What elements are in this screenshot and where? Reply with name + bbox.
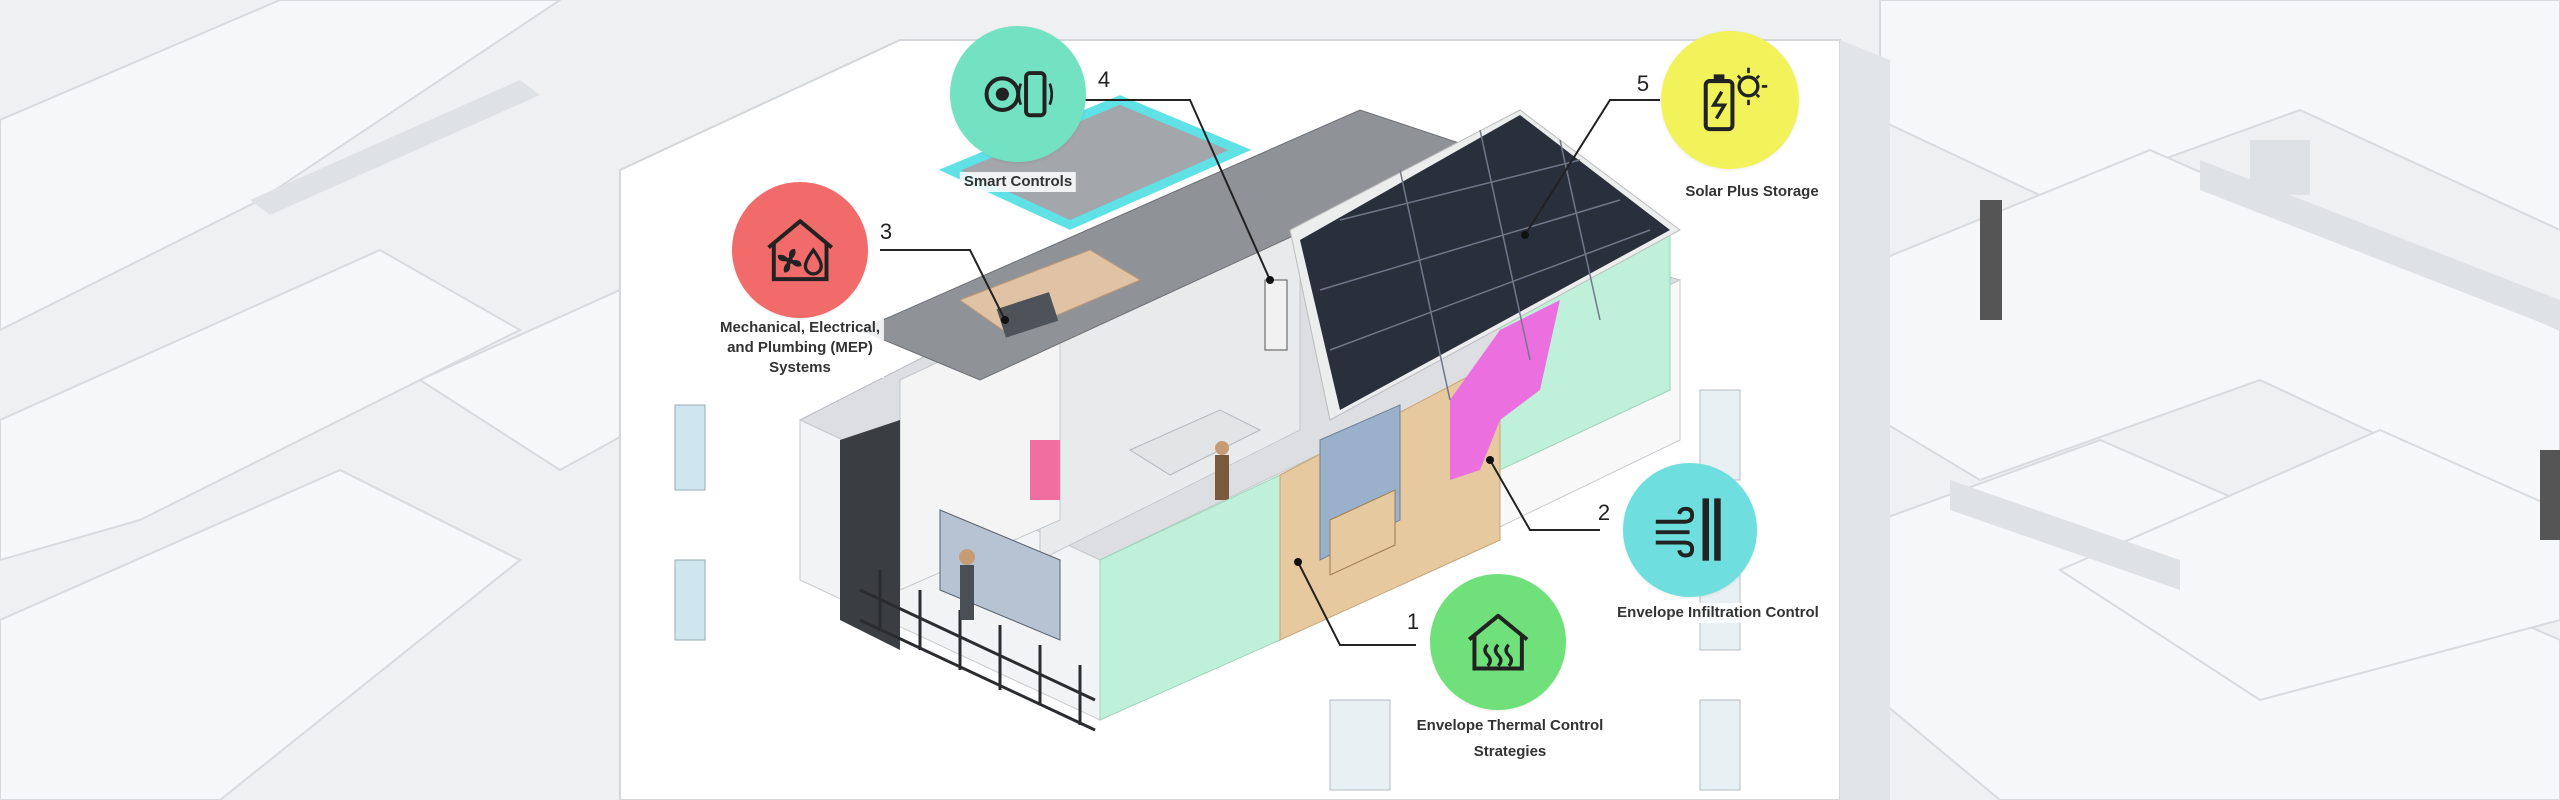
callout-envelope-infiltration-control — [1623, 463, 1757, 597]
callout-number-5: 5 — [1636, 71, 1650, 96]
callout-number-3: 3 — [879, 219, 893, 244]
callout-label-3-line-1: Mechanical, Electrical, — [715, 318, 885, 338]
callout-label-3-line-2: and Plumbing (MEP) — [715, 338, 885, 358]
callout-label-3: Mechanical, Electrical, and Plumbing (ME… — [715, 318, 885, 378]
callout-mep-systems — [732, 182, 868, 318]
cutaway-unit — [798, 95, 1682, 732]
callout-solar-plus-storage — [1661, 31, 1799, 169]
battery-sun-icon — [1703, 67, 1768, 132]
callout-label-2: Envelope Infiltration Control — [1613, 603, 1823, 623]
callout-label-4: Smart Controls — [959, 172, 1077, 192]
callout-label-2-line-1: Envelope Infiltration Control — [1613, 603, 1823, 623]
wind-wall-icon — [1656, 498, 1722, 562]
callout-label-3-line-3: Systems — [715, 358, 885, 378]
thermostat-phone-icon — [984, 70, 1053, 118]
callout-label-5-line-1: Solar Plus Storage — [1681, 182, 1823, 202]
callout-number-4: 4 — [1097, 67, 1111, 92]
fan-drop-house-icon — [767, 219, 833, 281]
callout-label-4-line-1: Smart Controls — [959, 172, 1077, 192]
callout-label-1-line-1: Envelope Thermal Control — [1412, 716, 1608, 736]
callout-label-1: Envelope Thermal Control Strategies — [1412, 716, 1608, 762]
leader-lines — [880, 99, 1660, 646]
heating-waves-house-icon — [1467, 613, 1529, 671]
leader-dots — [1001, 231, 1529, 566]
callout-smart-controls — [950, 26, 1086, 162]
background-shadows — [250, 80, 2560, 590]
callout-envelope-thermal-control — [1430, 574, 1566, 710]
callout-number-1: 1 — [1406, 609, 1420, 634]
callout-number-2: 2 — [1597, 500, 1611, 525]
callout-label-5: Solar Plus Storage — [1681, 182, 1823, 202]
callout-label-1-line-2: Strategies — [1412, 742, 1608, 762]
